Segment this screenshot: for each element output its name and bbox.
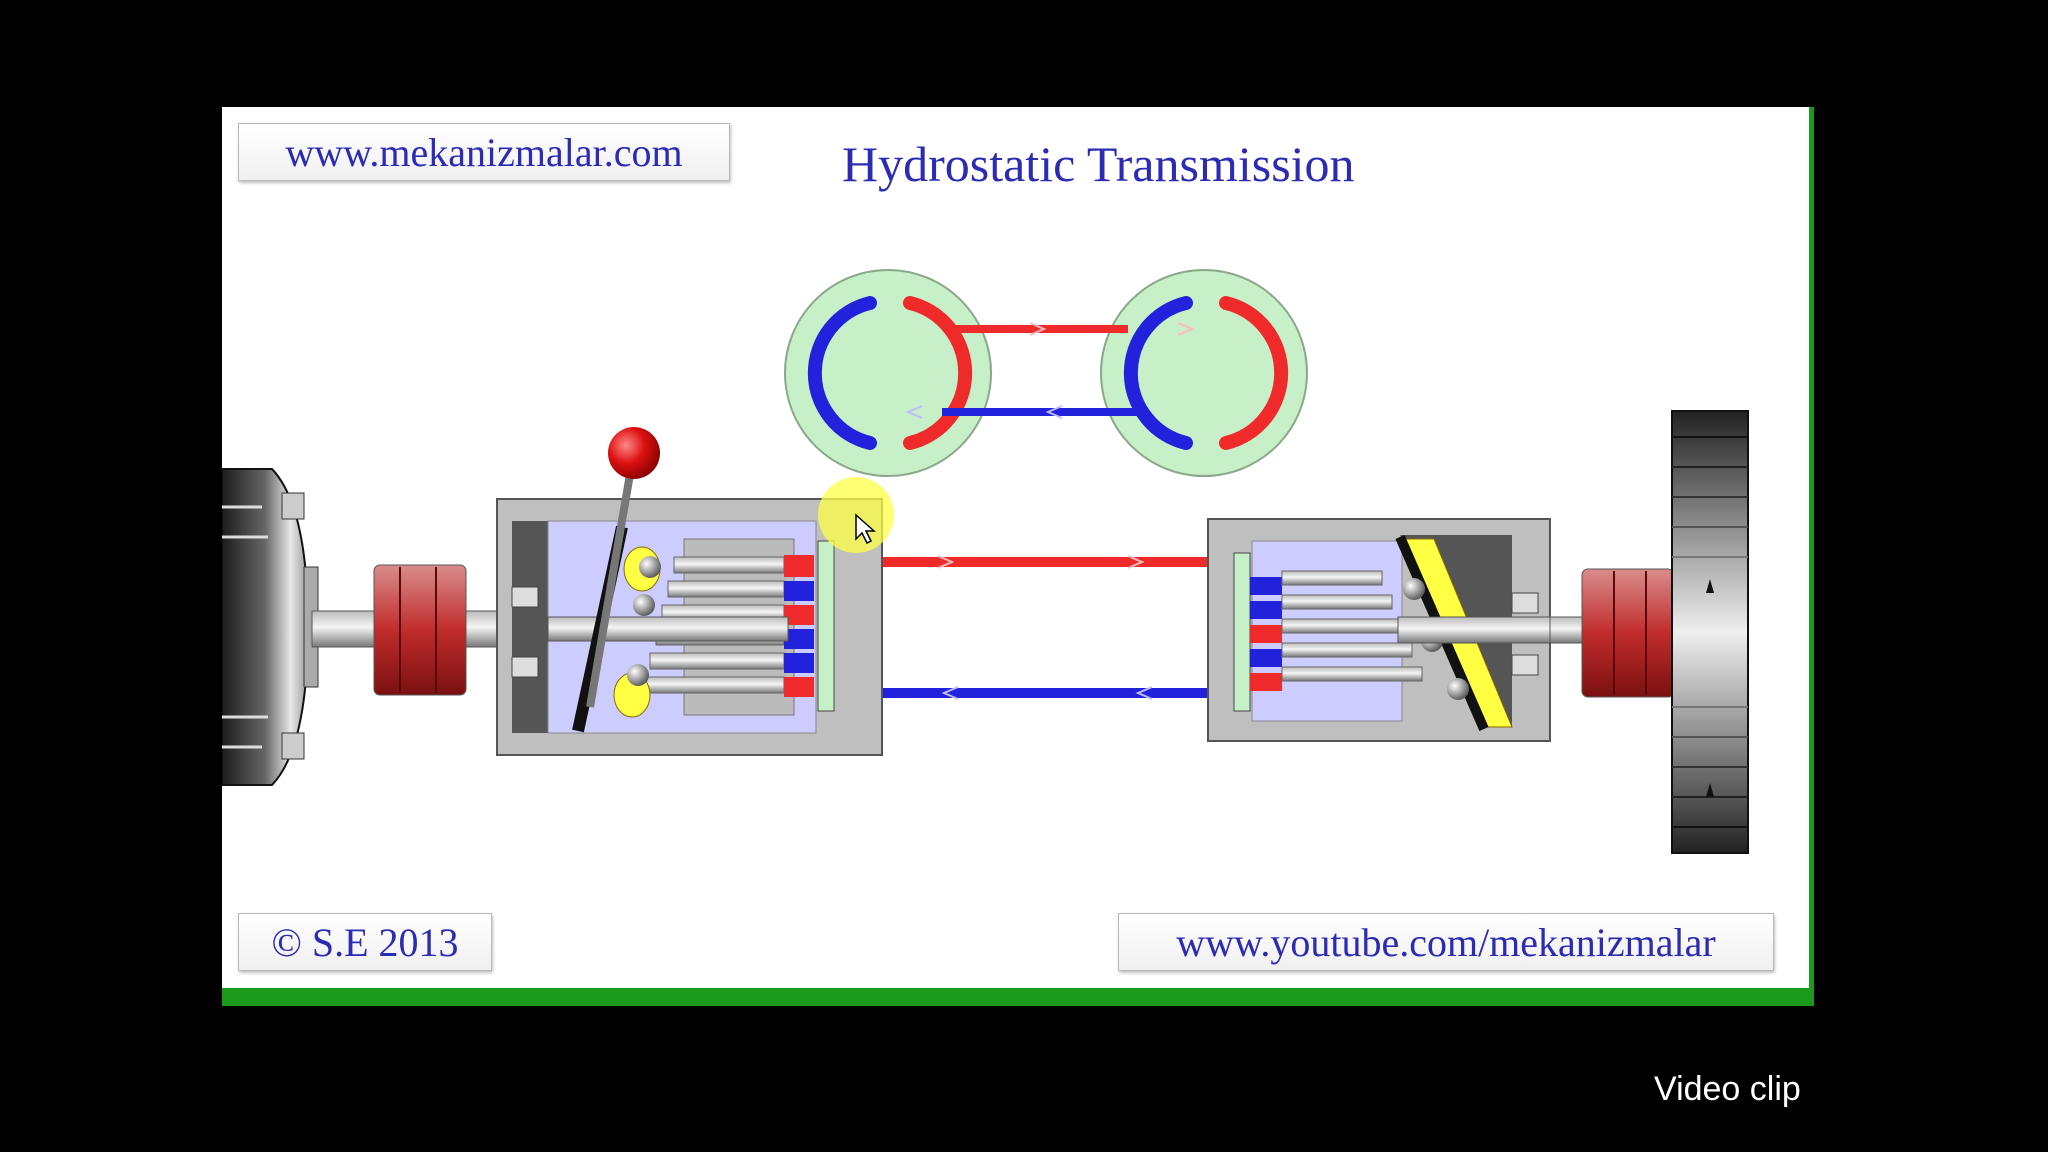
output-coupling <box>1581 568 1675 698</box>
copyright-label: © S.E 2013 <box>238 913 492 971</box>
control-lever <box>586 450 638 708</box>
motor-symbol-blue-arc <box>1123 296 1193 450</box>
motor-housing <box>1207 518 1569 742</box>
input-coupling <box>373 564 467 696</box>
video-caption: Video clip <box>1654 1070 1801 1108</box>
slide-frame: www.mekanizmalar.com Hydrostatic Transmi… <box>222 107 1814 1006</box>
transmission-diagram <box>222 269 1749 854</box>
pump-symbol-red-arc <box>903 296 973 450</box>
youtube-url-label[interactable]: www.youtube.com/mekanizmalar <box>1118 913 1774 971</box>
mouse-cursor-icon <box>855 513 876 545</box>
flow-arrow-icon <box>1029 322 1047 336</box>
schematic-symbols <box>784 269 1308 477</box>
flow-arrow-icon <box>1045 405 1063 419</box>
motor-symbol-red-arc <box>1219 296 1289 450</box>
pump-housing <box>496 498 883 756</box>
flow-arrow-icon <box>1177 322 1195 336</box>
flow-arrow-icon <box>905 405 923 419</box>
output-wheel <box>1671 410 1749 854</box>
electric-motor <box>222 468 319 786</box>
flow-arrow-icon <box>1135 686 1153 700</box>
flow-arrow-icon <box>1127 555 1145 569</box>
pump-symbol-blue-arc <box>807 296 877 450</box>
control-lever-knob[interactable] <box>608 427 660 479</box>
site-url-label[interactable]: www.mekanizmalar.com <box>238 123 730 181</box>
diagram-title: Hydrostatic Transmission <box>842 136 1355 192</box>
flow-arrow-icon <box>941 686 959 700</box>
flow-arrow-icon <box>937 555 955 569</box>
